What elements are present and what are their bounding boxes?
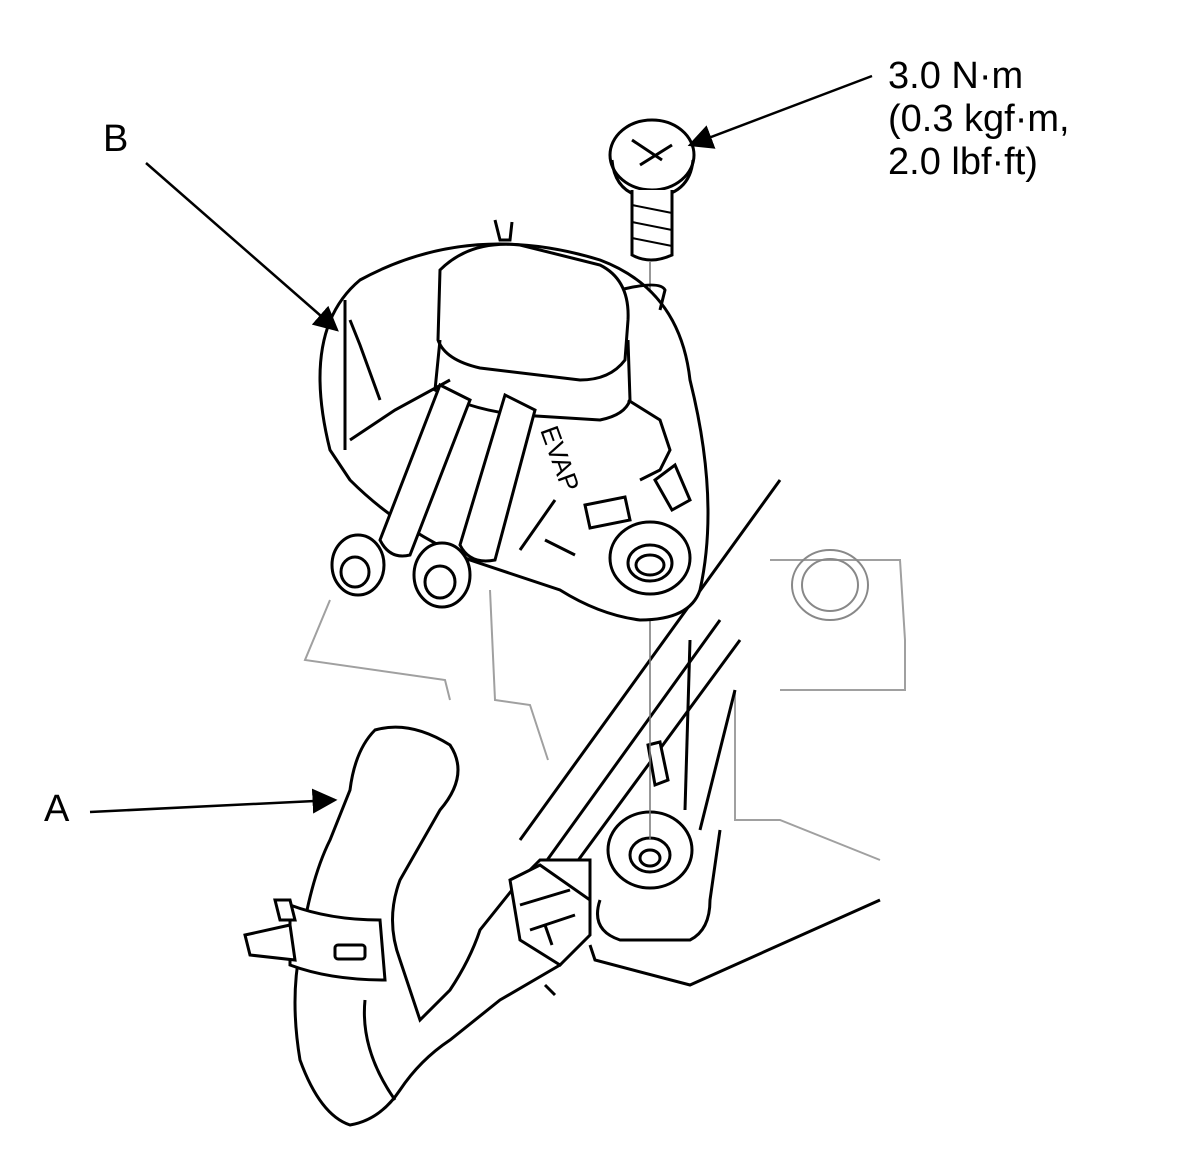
- bracket-hole-faint: [791, 549, 869, 621]
- alignment-tab: [646, 740, 670, 788]
- mounting-bolt: [608, 118, 696, 262]
- torque-line-2: (0.3 kgf·m,: [888, 98, 1070, 140]
- hose-nipple-right: [412, 392, 537, 609]
- callout-label-a: A: [44, 788, 70, 830]
- leader-line-a: [89, 788, 338, 814]
- hose-end-fitting: [508, 863, 592, 997]
- hose-nipple-left: [330, 382, 472, 597]
- bracket-outline-faint: [303, 559, 906, 861]
- torque-line-3: 2.0 lbf·ft): [888, 141, 1038, 183]
- torque-line-1: 3.0 N·m: [888, 55, 1024, 97]
- callout-label-b: B: [103, 118, 129, 160]
- leader-line-b: [145, 162, 339, 332]
- torque-specification: 3.0 N·m (0.3 kgf·m, 2.0 lbf·ft): [888, 55, 1070, 184]
- hose-clamp: [243, 898, 387, 982]
- leader-line-torque: [687, 74, 873, 149]
